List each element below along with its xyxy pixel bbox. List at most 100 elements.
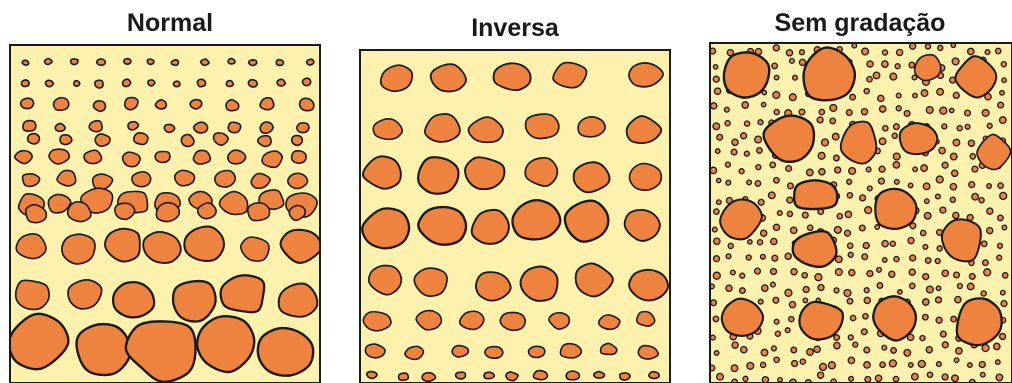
sem-fine-grain <box>889 271 895 277</box>
sem-fine-grain <box>877 268 882 273</box>
sem-fine-grain <box>802 212 808 218</box>
panel-sem-box <box>709 43 1012 383</box>
sem-fine-grain <box>791 227 797 233</box>
normal-grain <box>248 203 270 221</box>
inversa-grain <box>529 346 545 357</box>
sem-fine-grain <box>755 268 761 274</box>
inversa-grain <box>399 373 409 380</box>
sem-fine-grain <box>1001 301 1007 307</box>
sem-fine-grain <box>909 62 915 68</box>
normal-grain <box>46 80 54 86</box>
sem-fine-grain <box>927 286 934 293</box>
sem-fine-grain <box>873 72 880 79</box>
sem-fine-grain <box>789 94 796 101</box>
normal-grain <box>22 60 28 65</box>
sem-fine-grain <box>818 372 824 378</box>
sem-fine-grain <box>969 182 975 188</box>
inversa-grain <box>565 201 608 242</box>
sem-fine-grain <box>728 243 733 248</box>
inversa-grain <box>629 270 668 301</box>
sem-fine-grain <box>731 270 736 275</box>
sem-fine-grain <box>926 347 932 353</box>
normal-grain <box>173 81 180 86</box>
normal-grain <box>277 79 285 86</box>
sem-fine-grain <box>775 331 780 336</box>
sem-fine-grain <box>996 48 1001 53</box>
sem-fine-grain <box>837 214 842 219</box>
sem-fine-grain <box>897 49 903 55</box>
sem-fine-grain <box>848 252 853 257</box>
normal-grain <box>288 173 308 188</box>
normal-grain <box>21 80 29 86</box>
normal-grain <box>276 60 283 66</box>
sem-fine-grain <box>772 255 778 261</box>
sem-fine-grain <box>1000 91 1005 96</box>
sem-fine-grain <box>726 285 732 291</box>
sem-fine-grain <box>893 162 899 168</box>
sem-fine-grain <box>864 347 870 353</box>
sem-fine-grain <box>926 107 933 114</box>
sem-fine-grain <box>847 193 852 198</box>
sem-fine-grain <box>771 269 777 275</box>
normal-grain <box>307 59 314 65</box>
sem-fine-grain <box>921 230 926 235</box>
sem-fine-grain <box>800 50 805 55</box>
sem-fine-grain <box>894 257 899 262</box>
sem-fine-grain <box>878 178 884 184</box>
sem-fine-grain <box>957 284 962 289</box>
sem-fine-grain <box>862 254 868 260</box>
sem-fine-grain <box>910 43 916 49</box>
sem-fine-grain <box>773 45 779 51</box>
normal-grain <box>214 133 228 145</box>
sem-fine-grain <box>889 360 896 367</box>
sem-fine-grain <box>952 58 959 65</box>
sem-fine-grain <box>747 363 754 370</box>
sem-fine-grain <box>997 255 1002 260</box>
sem-fine-grain <box>987 123 992 128</box>
sem-fine-grain <box>773 224 779 230</box>
sem-fine-grain <box>743 376 748 381</box>
sem-fine-grain <box>956 348 962 354</box>
normal-grain <box>173 281 216 321</box>
sem-fine-grain <box>998 183 1003 188</box>
sem-fine-grain <box>882 345 887 350</box>
sem-fine-grain <box>773 297 779 303</box>
sem-fine-grain <box>828 362 835 369</box>
sem-fine-grain <box>957 126 962 131</box>
sem-fine-grain <box>909 269 915 275</box>
sem-fine-grain <box>758 299 763 304</box>
sem-fine-grain <box>740 288 746 294</box>
sem-fine-grain <box>815 274 822 281</box>
sem-fine-grain <box>755 136 762 143</box>
sem-fine-grain <box>939 147 945 153</box>
sem-fine-grain <box>777 211 782 216</box>
sem-fine-grain <box>981 372 986 377</box>
sem-fine-grain <box>835 167 841 173</box>
sem-fine-grain <box>1000 192 1007 199</box>
inversa-grain <box>500 312 525 330</box>
inversa-grain <box>485 347 503 359</box>
normal-grain <box>28 134 40 144</box>
sem-fine-grain <box>865 207 872 214</box>
sem-fine-grain <box>984 269 991 276</box>
normal-grain <box>44 58 52 64</box>
sem-fine-grain <box>711 103 717 109</box>
normal-grain <box>53 98 68 111</box>
sem-fine-grain <box>771 282 776 287</box>
sem-fine-grain <box>867 61 873 67</box>
sem-fine-grain <box>921 90 928 97</box>
sem-fine-grain <box>820 363 827 370</box>
sem-fine-grain <box>923 314 929 320</box>
sem-fine-grain <box>865 377 871 383</box>
sem-fine-grain <box>1000 334 1006 340</box>
normal-grain <box>77 324 131 375</box>
inversa-grain <box>594 372 605 379</box>
normal-grain <box>197 79 205 86</box>
sem-fine-grain <box>714 238 720 244</box>
sem-fine-grain <box>761 349 768 356</box>
sem-fine-grain <box>845 230 851 236</box>
sem-fine-grain <box>787 197 793 203</box>
normal-grain <box>95 80 103 88</box>
sem-fine-grain <box>807 169 814 176</box>
